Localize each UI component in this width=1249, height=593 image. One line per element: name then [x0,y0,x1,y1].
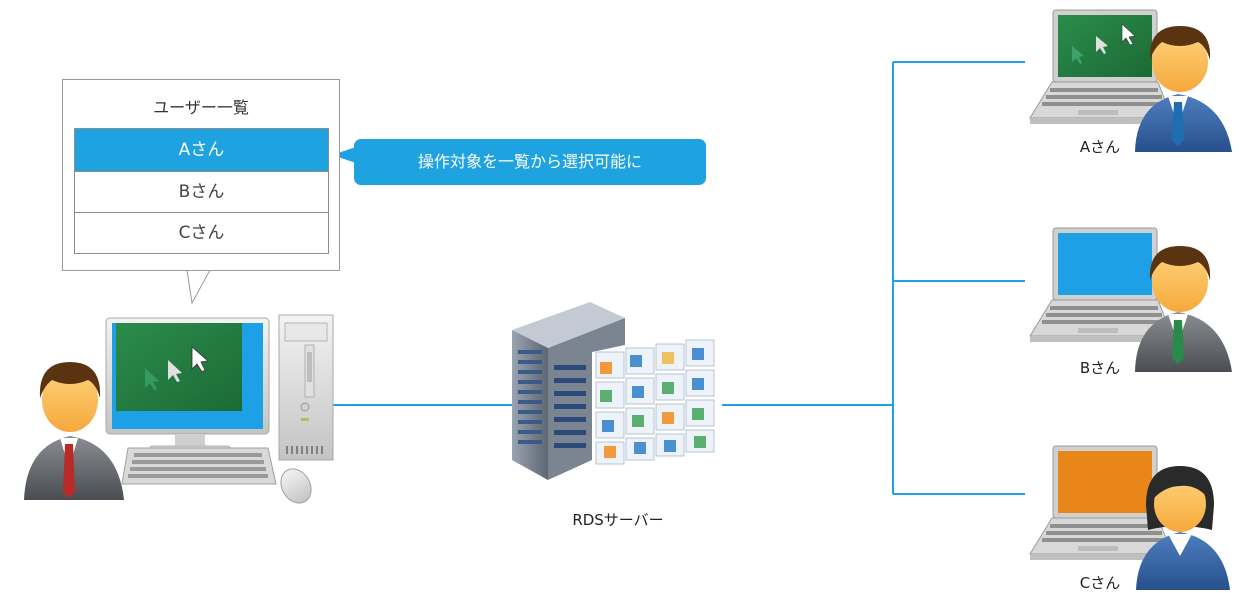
client-b-person-avatar [1135,246,1232,372]
pc-tower-illustration [278,314,334,461]
popup-tail [186,269,211,305]
client-c-laptop-illustration [1029,445,1173,560]
user-list-item-b[interactable]: Bさん [75,171,328,212]
server-label: RDSサーバー [572,511,664,529]
client-b-laptop-illustration [1029,227,1173,342]
client-b-label: Bさん [1079,359,1121,377]
callout-pointer [332,147,356,163]
callout-bubble: 操作対象を一覧から選択可能に [354,139,706,185]
user-list-item-c[interactable]: Cさん [75,212,328,253]
user-list-item-a[interactable]: Aさん [75,129,328,171]
client-c-person-avatar [1136,466,1230,590]
user-list-title: ユーザー一覧 [153,98,249,117]
user-list: Aさん Bさん Cさん [74,128,329,254]
network-lines [333,61,1025,495]
user-list-popup: ユーザー一覧 Aさん Bさん Cさん [62,79,340,271]
rds-server-illustration [512,302,715,480]
client-c-label: Cさん [1079,574,1121,592]
mouse-illustration [280,468,312,504]
keyboard-illustration [121,447,277,485]
admin-monitor-illustration [105,317,270,455]
client-a-laptop-illustration [1029,9,1173,124]
client-a-person-avatar [1135,26,1232,152]
admin-person-avatar [24,362,124,500]
client-a-label: Aさん [1079,138,1121,156]
